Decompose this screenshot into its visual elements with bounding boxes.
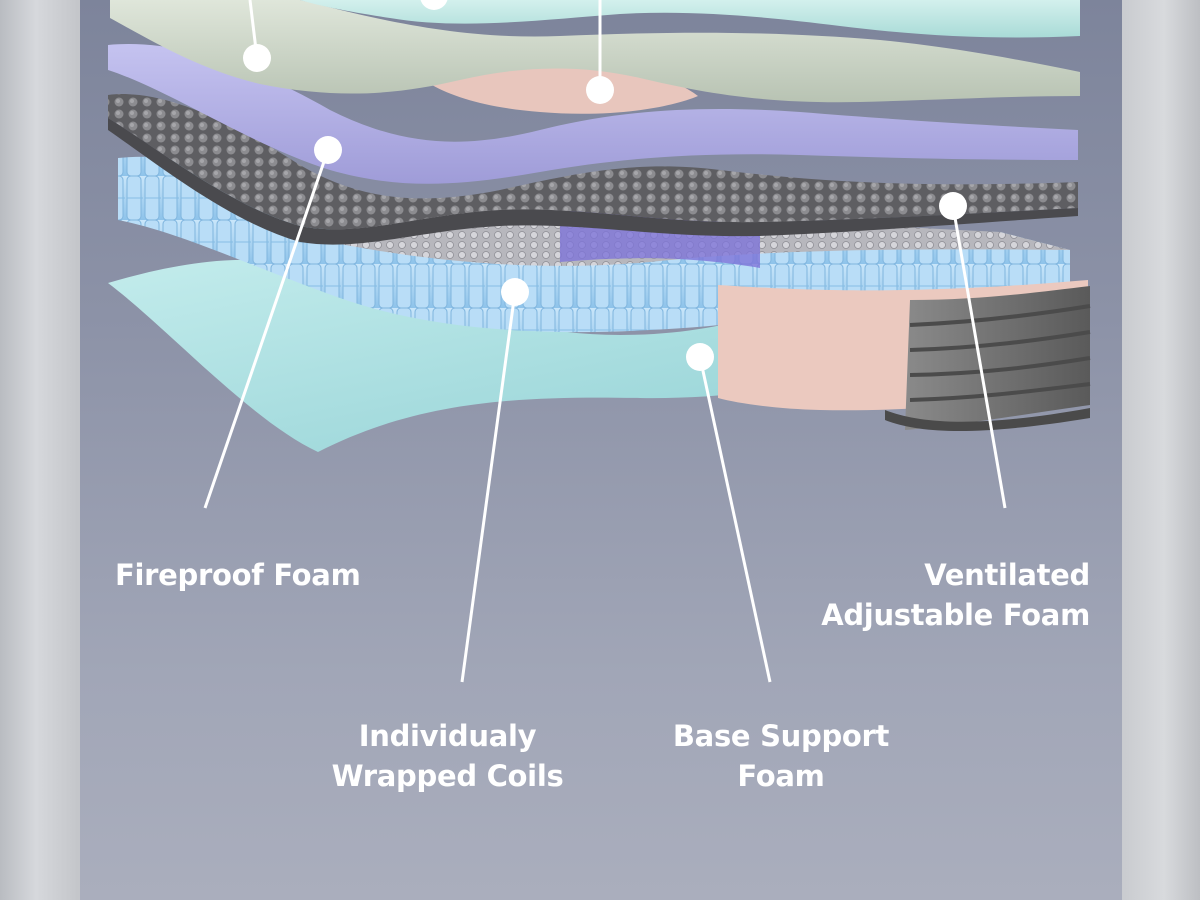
cover-cutaway — [718, 280, 1091, 431]
callout-line-ventilated — [951, 205, 1007, 509]
callout-line-base — [698, 356, 772, 683]
callout-line-coils — [460, 291, 517, 683]
callout-dot-top — [420, 0, 448, 10]
callout-dot-coils — [501, 278, 529, 306]
callout-dot-base — [686, 343, 714, 371]
label-base-line2: Foam — [737, 759, 825, 793]
callout-line-fireproof — [203, 149, 330, 509]
label-ventilated-adjustable-foam: Ventilated Adjustable Foam — [821, 555, 1090, 635]
fireproof-foam-layer — [108, 44, 1078, 184]
callout-dot-ventilated — [939, 192, 967, 220]
ventilated-adjustable-foam-layer — [108, 94, 1078, 245]
callout-dot-insert — [586, 76, 614, 104]
label-coils-line2: Wrapped Coils — [331, 759, 564, 793]
label-coils-line1: Individualy — [358, 719, 537, 753]
callout-dot-sage — [243, 44, 271, 72]
label-ventilated-line2: Adjustable Foam — [821, 598, 1090, 632]
sage-foam-layer — [110, 0, 1080, 103]
label-fireproof-foam-text: Fireproof Foam — [115, 558, 361, 592]
label-base-line1: Base Support — [672, 719, 890, 753]
callout-dots — [243, 0, 967, 371]
callout-lines — [203, 0, 1007, 683]
label-ventilated-line1: Ventilated — [924, 558, 1090, 592]
label-fireproof-foam: Fireproof Foam — [115, 555, 361, 595]
label-wrapped-coils: Individualy Wrapped Coils — [300, 716, 595, 796]
top-cool-foam-layer — [300, 0, 1080, 38]
comfort-insert-layer — [432, 65, 698, 114]
callout-dot-fireproof — [314, 136, 342, 164]
label-base-support-foam: Base Support Foam — [650, 716, 912, 796]
